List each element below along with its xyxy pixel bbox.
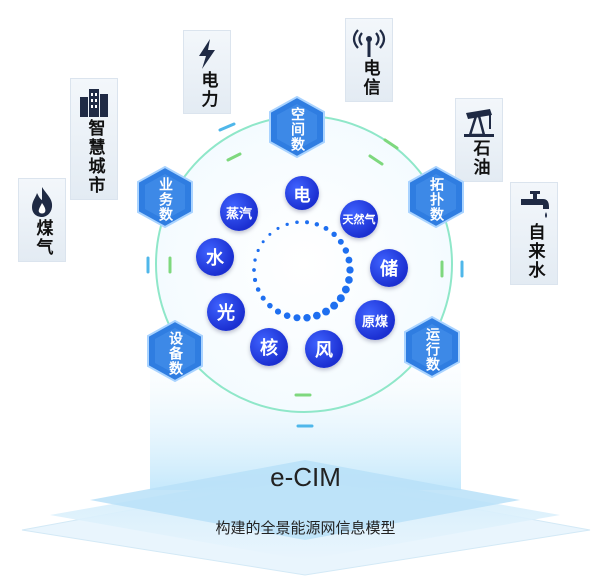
hex-operation-data: 运行数 (404, 316, 460, 378)
node-electricity: 电 (285, 176, 319, 210)
ring-dot (330, 301, 339, 310)
industry-label: 自来水 (524, 223, 545, 280)
node-water: 水 (196, 238, 234, 276)
industry-power: 电力 (183, 30, 231, 114)
platform-layer-top (90, 460, 520, 540)
node-steam: 蒸汽 (220, 193, 258, 231)
ring-dot (336, 294, 345, 303)
buildings-icon (80, 89, 108, 117)
ring-dot (252, 277, 258, 283)
hex-label: 业务数 (157, 176, 173, 222)
industry-label: 石油 (469, 139, 490, 177)
ring-dot (331, 231, 337, 238)
ring-dot (342, 247, 350, 254)
hex-business-data: 业务数 (137, 166, 193, 228)
hex-topology-data: 拓扑数 (408, 166, 464, 228)
flow-arrows (146, 122, 464, 428)
ring-dot (345, 256, 353, 264)
hex-device-data: 设备数 (147, 320, 203, 382)
model-description: 构建的全景能源网信息模型 (215, 519, 396, 537)
industry-label: 电信 (359, 59, 380, 97)
ring-dot (295, 220, 299, 225)
ring-dot (322, 307, 330, 316)
ring-dot (346, 266, 354, 274)
ring-dot (253, 258, 257, 262)
ring-dot (337, 238, 344, 245)
ring-dot (252, 268, 256, 272)
ring-dot (283, 312, 291, 319)
ring-dot (323, 225, 329, 231)
ring-dot (345, 276, 353, 284)
hex-label: 拓扑数 (428, 176, 444, 222)
industry-label: 智慧城市 (84, 119, 105, 195)
ring-dot (267, 302, 273, 309)
ring-dot (303, 314, 311, 322)
node-storage: 储 (370, 249, 408, 287)
hex-label: 空间数据 (289, 106, 305, 152)
ring-dot (256, 248, 260, 253)
ring-dot (255, 287, 261, 292)
industry-gas: 煤气 (18, 178, 66, 262)
node-natural-gas: 天然气 (340, 200, 378, 238)
node-nuclear: 核 (250, 328, 288, 366)
industry-label: 电力 (197, 71, 218, 109)
industry-telecom: 电信 (345, 18, 393, 102)
ring-dot (285, 222, 289, 226)
ring-dot (276, 226, 280, 230)
ring-dot (293, 314, 301, 322)
industry-water: 自来水 (510, 182, 558, 285)
ring-dot (341, 285, 350, 294)
industry-smart-city: 智慧城市 (70, 78, 118, 200)
node-wind: 风 (305, 330, 343, 368)
ring-dot (312, 311, 321, 320)
flame-icon (32, 187, 53, 217)
ring-dot (261, 240, 265, 244)
ring-dot (260, 295, 266, 301)
industry-oil: 石油 (455, 98, 503, 182)
ring-dot (268, 232, 272, 236)
ring-dot (274, 308, 282, 315)
ring-dot (305, 220, 309, 225)
industry-label: 煤气 (32, 219, 53, 257)
hex-label: 运行数 (424, 326, 440, 372)
model-title: e-CIM (270, 462, 341, 492)
faucet-icon (521, 191, 549, 218)
antenna-icon (352, 29, 386, 57)
node-coal: 原煤 (355, 300, 395, 340)
hex-label: 设备数 (167, 330, 183, 376)
ring-dot (314, 222, 320, 227)
oil-pump-icon (464, 109, 494, 137)
lightning-icon (199, 39, 215, 69)
hex-spatial-data: 空间数据 (269, 96, 325, 158)
node-solar: 光 (207, 293, 245, 331)
